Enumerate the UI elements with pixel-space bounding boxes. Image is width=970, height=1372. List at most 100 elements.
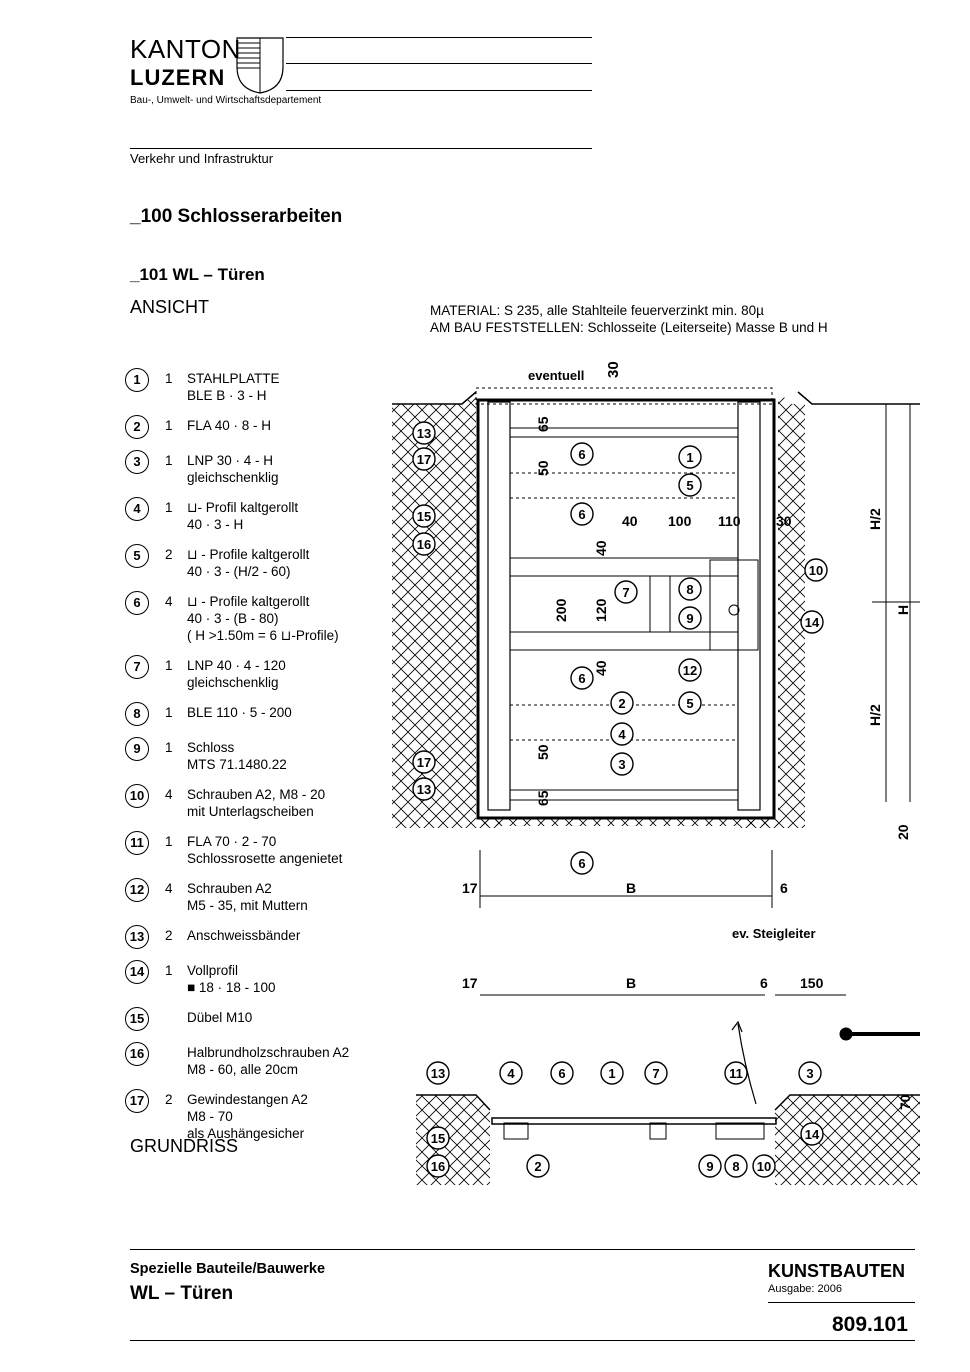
callout-circle — [499, 1061, 523, 1085]
part-description: Schloss MTS 71.1480.22 — [187, 740, 287, 772]
dim-label: 30 — [776, 513, 792, 529]
dim-label: H — [895, 605, 911, 615]
callout-circle — [610, 722, 634, 746]
callout-number: 6 — [558, 1066, 565, 1081]
part-number-badge: 14 — [125, 960, 149, 984]
dim-label: 6 — [760, 975, 768, 991]
callout-circle — [412, 532, 436, 556]
header-rule — [286, 63, 592, 64]
footer-rule — [130, 1340, 915, 1341]
part-description: STAHLPLATTE BLE B · 3 - H — [187, 371, 280, 403]
part-quantity: 2 — [165, 1092, 173, 1107]
footer-section: KUNSTBAUTEN — [768, 1261, 905, 1281]
callout-number: 4 — [618, 727, 626, 742]
part-number-badge: 12 — [125, 878, 149, 902]
footer-edition: Ausgabe: 2006 — [768, 1283, 843, 1295]
footer-rule — [130, 1249, 915, 1250]
part-item: 14 1 Vollprofil ■ 18 · 18 - 100 — [125, 960, 370, 996]
callout-circle — [570, 502, 594, 526]
dim-label: 40 — [593, 540, 609, 556]
callout-circle — [412, 750, 436, 774]
callout-number: 1 — [608, 1066, 615, 1081]
part-number-badge: 16 — [125, 1042, 149, 1066]
callout-number: 16 — [431, 1159, 445, 1174]
callout-number: 14 — [805, 615, 820, 630]
part-description: Dübel M10 — [187, 1010, 253, 1025]
callout-number: 5 — [686, 696, 693, 711]
part-description: Vollprofil ■ 18 · 18 - 100 — [187, 963, 276, 995]
part-number-badge: 17 — [125, 1089, 149, 1113]
callout-circle — [426, 1126, 450, 1150]
callout-number: 11 — [729, 1066, 743, 1081]
part-number-badge: 3 — [125, 450, 149, 474]
dim-label: 150 — [800, 975, 824, 991]
callout-number: 13 — [431, 1066, 445, 1081]
callout-circle — [526, 1154, 550, 1178]
callout-number: 15 — [417, 509, 431, 524]
part-description: BLE 110 · 5 - 200 — [187, 705, 292, 720]
dim-label: H/2 — [867, 704, 883, 726]
view-label: ANSICHT — [130, 297, 210, 317]
part-number-badge: 1 — [125, 368, 149, 392]
page-subtitle: _101 WL – Türen — [130, 265, 265, 284]
dim-label: 100 — [668, 513, 692, 529]
callout-circle — [698, 1154, 722, 1178]
callout-number: 7 — [652, 1066, 659, 1081]
callout-number: 17 — [417, 755, 431, 770]
callout-circle — [644, 1061, 668, 1085]
callout-number: 15 — [431, 1131, 445, 1146]
part-quantity: 1 — [165, 371, 173, 386]
callout-circle — [678, 445, 702, 469]
dim-label: 65 — [535, 416, 551, 432]
document-code: 809.101 — [832, 1313, 908, 1336]
callout-circle — [800, 610, 824, 634]
dim-label: 200 — [553, 598, 569, 622]
part-description: LNP 30 · 4 - H gleichschenklig — [187, 453, 279, 485]
callout-number: 3 — [618, 757, 625, 772]
callout-circle — [678, 577, 702, 601]
callout-circle — [610, 752, 634, 776]
callout-circle — [678, 473, 702, 497]
callout-circle — [426, 1154, 450, 1178]
part-number-badge: 2 — [125, 415, 149, 439]
callout-circle — [678, 691, 702, 715]
callout-number: 6 — [578, 671, 585, 686]
part-quantity: 2 — [165, 547, 173, 562]
part-quantity: 1 — [165, 658, 173, 673]
callout-number: 12 — [683, 663, 697, 678]
callout-circle — [570, 666, 594, 690]
callout-circle — [724, 1154, 748, 1178]
callout-circle — [570, 851, 594, 875]
logo-luzern: LUZERN — [130, 65, 226, 90]
part-quantity: 1 — [165, 963, 173, 978]
callout-circle — [610, 691, 634, 715]
callout-circle — [614, 580, 638, 604]
department-name: Bau-, Umwelt- und Wirtschaftsdepartement — [130, 95, 322, 106]
footer-rule — [768, 1302, 915, 1303]
callout-circle — [412, 504, 436, 528]
plan-label: GRUNDRISS — [130, 1136, 239, 1156]
part-quantity: 1 — [165, 705, 173, 720]
callout-circle — [426, 1061, 450, 1085]
callout-circle — [550, 1061, 574, 1085]
callout-circle — [678, 658, 702, 682]
callout-circle — [724, 1061, 748, 1085]
part-number-badge: 5 — [125, 544, 149, 568]
dim-label: 17 — [462, 880, 478, 896]
callout-number: 10 — [809, 563, 823, 578]
page-title: _100 Schlosserarbeiten — [130, 206, 343, 227]
logo-kanton: KANTON — [130, 34, 241, 64]
callout-number: 13 — [417, 782, 431, 797]
plan-view: ev. Steigleiter 17 B 6 150 70 — [416, 926, 920, 1185]
callout-circle — [600, 1061, 624, 1085]
callout-number: 6 — [578, 447, 585, 462]
dim-label: 120 — [593, 598, 609, 622]
part-description: Anschweissbänder — [187, 928, 301, 943]
dim-label: 17 — [462, 975, 478, 991]
